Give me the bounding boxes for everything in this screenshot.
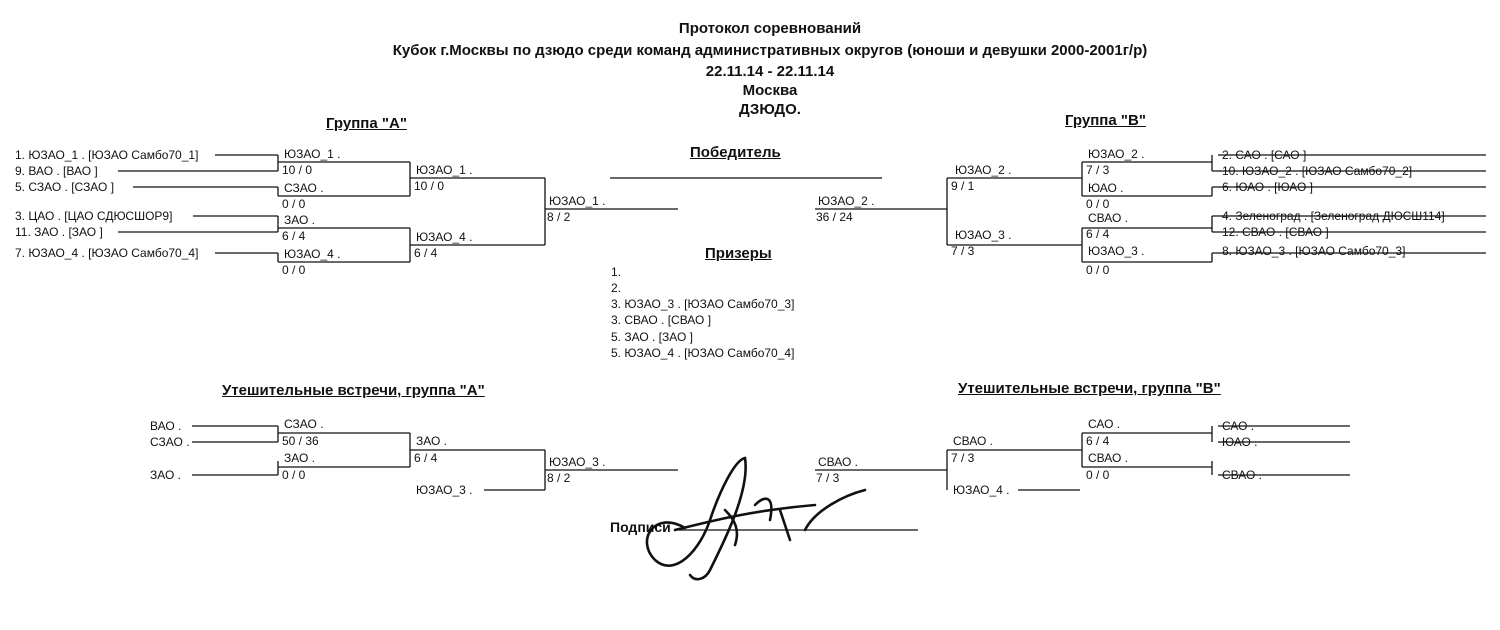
consolation-b-r1-score: 6 / 4 bbox=[1086, 434, 1110, 448]
consolation-a-bye: ЮЗАО_3 . bbox=[416, 483, 473, 497]
competition-city: Москва bbox=[742, 82, 798, 99]
group-a-r2-winner: ЮЗАО_4 . bbox=[416, 230, 473, 244]
group-b-r1-score: 0 / 0 bbox=[1086, 263, 1110, 277]
group-a-entry: 7. ЮЗАО_4 . [ЮЗАО Самбо70_4] bbox=[15, 246, 199, 260]
group-b-r2-score: 7 / 3 bbox=[951, 244, 975, 258]
consolation-a-r1-score: 50 / 36 bbox=[282, 434, 319, 448]
group-a-r1-winner: ЮЗАО_4 . bbox=[284, 247, 341, 261]
consolation-b-r1-score: 0 / 0 bbox=[1086, 468, 1110, 482]
prize-place: 5. ЮЗАО_4 . [ЮЗАО Самбо70_4] bbox=[611, 346, 795, 360]
handwritten-signature bbox=[645, 456, 867, 581]
consolation-a-r2-score: 6 / 4 bbox=[414, 451, 438, 465]
group-b-final-score: 36 / 24 bbox=[816, 210, 853, 224]
consolation-b-bye: ЮЗАО_4 . bbox=[953, 483, 1010, 497]
group-b-r2-score: 9 / 1 bbox=[951, 179, 975, 193]
consolation-a-entry: ЗАО . bbox=[150, 468, 181, 482]
protocol-title: Протокол соревнований bbox=[678, 20, 862, 37]
group-b-r1-winner: ЮЗАО_2 . bbox=[1088, 147, 1145, 161]
consolation-b-final-winner: СВАО . bbox=[818, 455, 859, 469]
group-a-entry: 9. ВАО . [ВАО ] bbox=[15, 164, 98, 178]
consolation-b-entry: СВАО . bbox=[1222, 468, 1263, 482]
group-b-r1-winner: СВАО . bbox=[1088, 211, 1129, 225]
group-a-final-winner: ЮЗАО_1 . bbox=[549, 194, 606, 208]
consolation-b-title: Утешительные встречи, группа "В" bbox=[958, 380, 1221, 397]
consolation-a-final-score: 8 / 2 bbox=[547, 471, 571, 485]
group-a-entry: 5. СЗАО . [СЗАО ] bbox=[15, 180, 115, 194]
consolation-a-entry: СЗАО . bbox=[150, 435, 190, 449]
consolation-a-r1-score: 0 / 0 bbox=[282, 468, 306, 482]
group-b-r2-winner: ЮЗАО_2 . bbox=[955, 163, 1012, 177]
group-a-r1-score: 0 / 0 bbox=[282, 197, 306, 211]
group-a-entry: 11. ЗАО . [ЗАО ] bbox=[15, 225, 103, 239]
consolation-a-r1-winner: ЗАО . bbox=[284, 451, 315, 465]
consolation-a-r1-winner: СЗАО . bbox=[284, 417, 324, 431]
group-b-entry: 6. ЮАО . [ЮАО ] bbox=[1222, 180, 1313, 194]
prizes-title: Призеры bbox=[705, 245, 772, 262]
competition-dates: 22.11.14 - 22.11.14 bbox=[705, 63, 835, 80]
group-a-r1-score: 6 / 4 bbox=[282, 229, 306, 243]
group-b-r1-winner: ЮАО . bbox=[1088, 181, 1124, 195]
group-b-r1-score: 0 / 0 bbox=[1086, 197, 1110, 211]
consolation-b-r2-score: 7 / 3 bbox=[951, 451, 975, 465]
winner-title: Победитель bbox=[690, 144, 781, 161]
group-b-entry: 12. СВАО . [СВАО ] bbox=[1222, 225, 1329, 239]
consolation-b-entry: САО . bbox=[1222, 419, 1255, 433]
group-a-entry: 3. ЦАО . [ЦАО СДЮСШОР9] bbox=[15, 209, 173, 223]
group-b-final-winner: ЮЗАО_2 . bbox=[818, 194, 875, 208]
consolation-a-title: Утешительные встречи, группа "А" bbox=[222, 382, 485, 399]
group-a-title: Группа "А" bbox=[326, 115, 407, 132]
group-a-r2-score: 6 / 4 bbox=[414, 246, 438, 260]
consolation-a-final-winner: ЮЗАО_3 . bbox=[549, 455, 606, 469]
consolation-a-entry: ВАО . bbox=[150, 419, 182, 433]
group-b-entry: 4. Зеленоград . [Зеленоград ДЮСШ114] bbox=[1222, 209, 1445, 223]
consolation-b-final-score: 7 / 3 bbox=[816, 471, 840, 485]
group-b-entry: 10. ЮЗАО_2 . [ЮЗАО Самбо70_2] bbox=[1222, 164, 1413, 178]
consolation-b-r1-winner: САО . bbox=[1088, 417, 1121, 431]
group-a-r2-score: 10 / 0 bbox=[414, 179, 445, 193]
group-b-r1-score: 6 / 4 bbox=[1086, 227, 1110, 241]
group-a-final-score: 8 / 2 bbox=[547, 210, 571, 224]
consolation-b-entry: ЮАО . bbox=[1222, 435, 1258, 449]
prize-place: 2. bbox=[611, 281, 622, 295]
group-a-r2-winner: ЮЗАО_1 . bbox=[416, 163, 473, 177]
group-a-r1-score: 0 / 0 bbox=[282, 263, 306, 277]
consolation-b-r2-winner: СВАО . bbox=[953, 434, 994, 448]
group-b-r1-winner: ЮЗАО_3 . bbox=[1088, 244, 1145, 258]
signature-label: Подписи bbox=[610, 519, 671, 535]
group-a-r1-winner: ЗАО . bbox=[284, 213, 315, 227]
group-b-entry: 8. ЮЗАО_3 . [ЮЗАО Самбо70_3] bbox=[1222, 244, 1406, 258]
competition-title: Кубок г.Москвы по дзюдо среди команд адм… bbox=[392, 42, 1148, 59]
group-b-r1-score: 7 / 3 bbox=[1086, 163, 1110, 177]
group-a-r1-winner: СЗАО . bbox=[284, 181, 324, 195]
group-a-r1-winner: ЮЗАО_1 . bbox=[284, 147, 341, 161]
prize-place: 3. ЮЗАО_3 . [ЮЗАО Самбо70_3] bbox=[611, 297, 795, 311]
group-b-r2-winner: ЮЗАО_3 . bbox=[955, 228, 1012, 242]
prize-place: 1. bbox=[611, 265, 622, 279]
group-a-r1-score: 10 / 0 bbox=[282, 163, 313, 177]
group-a-entry: 1. ЮЗАО_1 . [ЮЗАО Самбо70_1] bbox=[15, 148, 199, 162]
group-b-title: Группа "В" bbox=[1065, 112, 1146, 129]
sport-name: ДЗЮДО. bbox=[739, 101, 801, 118]
group-b-entry: 2. САО . [САО ] bbox=[1222, 148, 1307, 162]
prize-place: 3. СВАО . [СВАО ] bbox=[611, 313, 712, 327]
consolation-a-r2-winner: ЗАО . bbox=[416, 434, 447, 448]
prize-place: 5. ЗАО . [ЗАО ] bbox=[611, 330, 693, 344]
consolation-b-r1-winner: СВАО . bbox=[1088, 451, 1129, 465]
